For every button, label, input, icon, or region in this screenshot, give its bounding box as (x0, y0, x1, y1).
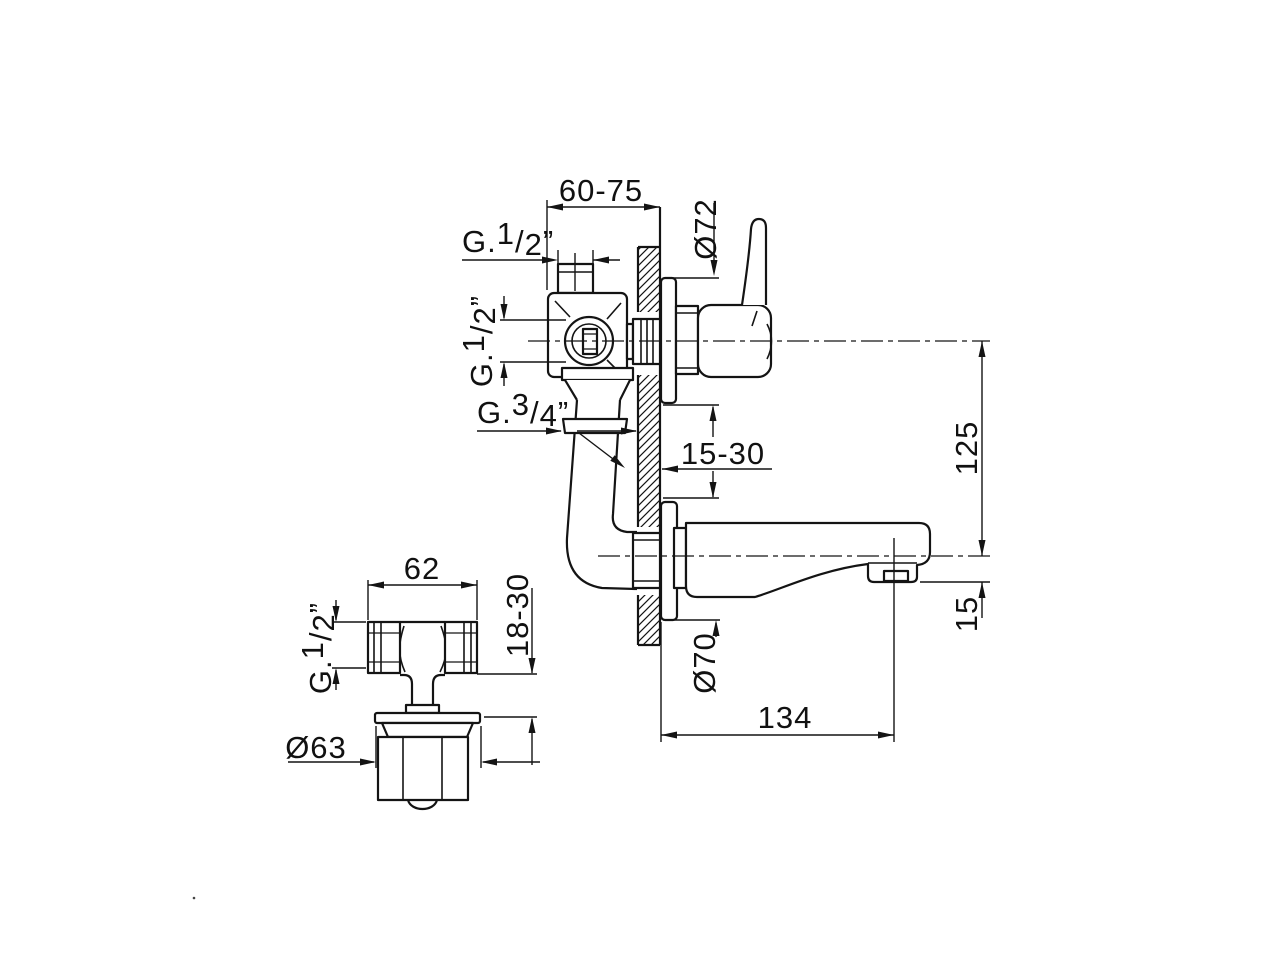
label-g12-view2-text: G.1/2” (295, 602, 341, 694)
dim-62: 62 (367, 551, 478, 620)
elbow-pipe-right-edge (611, 399, 637, 534)
dim-62-text: 62 (404, 551, 440, 586)
dim-15-30-text: 15-30 (681, 436, 765, 471)
tee-right-nut-lines (463, 622, 472, 673)
label-dia63-text: Ø63 (285, 730, 347, 765)
dim-18-30-arrows (528, 658, 536, 733)
label-g34-arrows (546, 427, 637, 468)
outlet-flare-fill (565, 380, 630, 400)
dim-60-75: 60-75 (546, 173, 660, 290)
label-g34-text: G.3/4” (477, 387, 569, 433)
label-dia63: Ø63 (285, 726, 540, 768)
tee-skirt (380, 721, 475, 739)
dim-15-30-arrows (662, 405, 717, 498)
tee-right-nut-facets (445, 632, 477, 663)
spout-union-lines (633, 539, 660, 582)
label-dia70-arrow (712, 620, 720, 636)
tee-left-nut-lines (373, 622, 382, 673)
dim-60-75-text: 60-75 (559, 173, 643, 208)
label-g12-side: G.1/2” (456, 295, 566, 387)
dim-18-30-text: 18-30 (500, 573, 535, 657)
tee-left-nut (366, 620, 402, 675)
dim-15-30-lines (662, 404, 772, 499)
label-dia72: Ø72 (667, 198, 723, 279)
tee-right-nut (443, 620, 479, 675)
label-g12-view2-arrows (332, 606, 340, 684)
tee-hex-facets (402, 737, 443, 800)
tee-dome-tip (406, 799, 439, 811)
label-dia70: Ø70 (663, 619, 722, 694)
label-g12-side-arrows (500, 304, 508, 378)
dim-62-lines (367, 580, 478, 620)
handle-sleeve (674, 304, 700, 376)
dim-15-30: 15-30 (662, 404, 772, 499)
wall-section (636, 207, 662, 647)
elbow-pipe-fill (566, 400, 637, 589)
spout-body (684, 521, 932, 599)
label-g12-top: G.1/2” (462, 216, 620, 266)
label-g12-top-text: G.1/2” (462, 216, 554, 262)
wall-back-edge (636, 245, 660, 647)
spout-wall-union (631, 531, 662, 590)
dim-134: 134 (660, 538, 895, 742)
tee-left-nut-facets (368, 632, 400, 663)
stray-dot (192, 896, 196, 900)
dim-134-text: 134 (758, 700, 813, 735)
aerator (882, 569, 910, 583)
dim-15-text: 15 (949, 596, 984, 632)
dim-18-30: 18-30 (477, 573, 537, 765)
handle-highlight-tick (751, 310, 758, 327)
outlet-flare-edges (564, 379, 631, 401)
label-dia63-lines (288, 726, 540, 768)
wall-hatch-middle (638, 375, 660, 527)
tee-flange (373, 711, 482, 725)
tee-fitting-view (366, 620, 482, 811)
tee-body-fill (400, 622, 445, 675)
dim-125-text: 125 (949, 421, 984, 476)
wall-hatch-upper (638, 247, 660, 312)
dim-60-75-lines (546, 200, 660, 290)
tee-branch-edges (400, 673, 445, 705)
tee-hex-nut (376, 735, 470, 802)
label-g12-top-arrows (542, 256, 609, 264)
tee-collar (404, 703, 441, 715)
dim-125: 125 (949, 341, 986, 556)
label-g12-side-text: G.1/2” (456, 295, 502, 387)
wall-hatch-lower (638, 595, 660, 645)
lever-outline (740, 217, 768, 306)
centerlines (528, 253, 990, 557)
label-g34: G.3/4” (477, 387, 637, 468)
label-dia72-arrow (710, 260, 718, 276)
spout-stub (672, 526, 688, 590)
lever-fill (742, 219, 766, 305)
label-dia70-text: Ø70 (687, 632, 722, 694)
label-dia72-text: Ø72 (688, 198, 723, 260)
dim-15: 15 (920, 581, 990, 632)
sleeve-lines (676, 312, 698, 369)
cartridge-slot-lines (583, 333, 597, 350)
dim-134-lines (660, 538, 895, 742)
outlet-collar (560, 366, 635, 382)
dim-15-arrow (978, 582, 986, 598)
dim-18-30-lines (477, 588, 537, 765)
elbow-pipe-left-edge (565, 399, 638, 591)
spout-assembly (659, 500, 932, 622)
label-g12-view2: G.1/2” (295, 600, 366, 694)
